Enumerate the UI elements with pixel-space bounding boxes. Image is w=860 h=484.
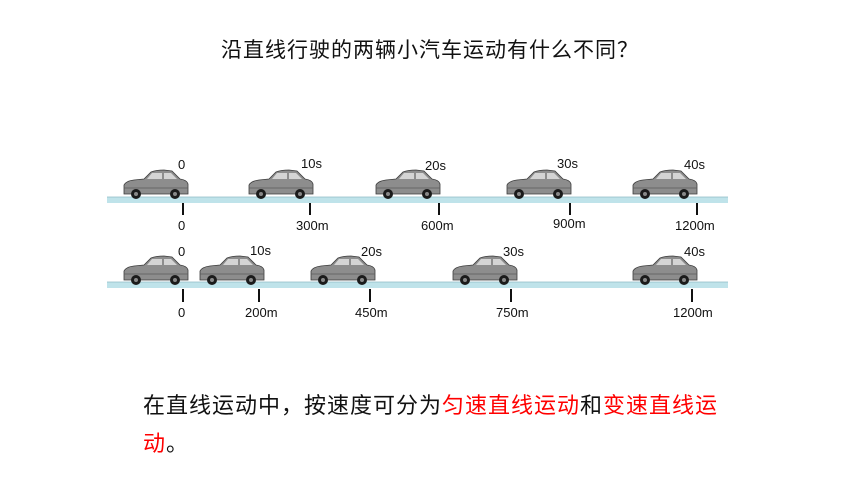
- distance-label: 200m: [245, 305, 278, 320]
- uniform-motion-term: 匀速直线运动: [442, 394, 581, 419]
- time-label: 20s: [425, 158, 446, 173]
- conclusion-text: 在直线运动中，按速度可分为匀速直线运动和变速直线运动。: [143, 388, 743, 464]
- row-2: 0 10s 20s 30s 40s 0 200m 450m 750m 1200m: [107, 243, 728, 320]
- distance-label: 0: [178, 305, 185, 320]
- time-label: 10s: [250, 243, 271, 258]
- distance-label: 300m: [296, 218, 329, 233]
- question-title: 沿直线行驶的两辆小汽车运动有什么不同？: [221, 38, 639, 62]
- row-1: 0 10s 20s 30s 40s 0 300m 600m 900m 1200m: [107, 156, 728, 233]
- distance-label: 600m: [421, 218, 454, 233]
- distance-label: 0: [178, 218, 185, 233]
- conclusion-part2: 和: [580, 394, 604, 419]
- car-2-2: [310, 255, 376, 286]
- car-2-1: [199, 255, 265, 286]
- car-1-0: [123, 169, 189, 200]
- distance-label: 450m: [355, 305, 388, 320]
- conclusion-end: 。: [166, 432, 190, 457]
- distance-label: 1200m: [673, 305, 713, 320]
- time-label: 30s: [503, 244, 524, 259]
- car-2-0: [123, 255, 189, 286]
- car-1-2: [375, 169, 441, 200]
- time-label: 10s: [301, 156, 322, 171]
- car-1-4: [632, 169, 698, 200]
- variable-motion-term: 变速直线运动: [143, 394, 719, 457]
- time-label: 40s: [684, 244, 705, 259]
- car-2-3: [452, 255, 518, 286]
- distance-label: 750m: [496, 305, 529, 320]
- conclusion-part1: 在直线运动中，按速度可分为: [143, 394, 443, 419]
- time-label: 30s: [557, 156, 578, 171]
- time-label: 0: [178, 157, 185, 172]
- car-1-3: [506, 169, 572, 200]
- time-label: 0: [178, 244, 185, 259]
- time-label: 20s: [361, 244, 382, 259]
- road-2: [107, 282, 728, 288]
- road-1: [107, 197, 728, 203]
- car-1-1: [248, 169, 314, 200]
- car-2-4: [632, 255, 698, 286]
- time-label: 40s: [684, 157, 705, 172]
- distance-label: 900m: [553, 216, 586, 231]
- distance-label: 1200m: [675, 218, 715, 233]
